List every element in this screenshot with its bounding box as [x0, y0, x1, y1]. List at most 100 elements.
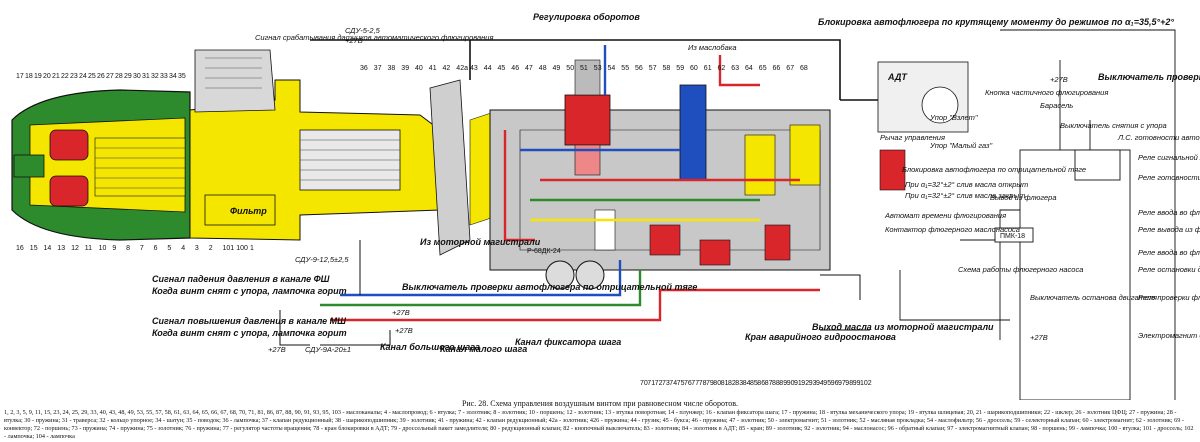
oil-pump-gear-left	[545, 260, 575, 290]
part-number: 48	[539, 65, 547, 72]
part-number: 4	[181, 245, 185, 252]
relay-output-label: Реле вывода из флюгера	[1138, 225, 1200, 234]
part-number: 99	[853, 380, 861, 387]
figure-caption: Рис. 28. Схема управления воздушным винт…	[461, 399, 739, 408]
part-number: 61	[704, 65, 712, 72]
part-number: 87	[765, 380, 773, 387]
speed-governor	[564, 94, 611, 146]
part-number: 43	[470, 65, 478, 72]
part-number: 47	[525, 65, 533, 72]
part-number: 92	[801, 380, 809, 387]
block-negative-thrust-label: Блокировка автофлюгера по отрицательной …	[902, 165, 1086, 174]
output-to-feather-label: Вывод из флюгера	[990, 193, 1057, 202]
filter-label: Фильтр	[230, 206, 267, 216]
stop-takeoff-label: Упор "Взлет"	[929, 113, 978, 122]
part-number: 88	[772, 380, 780, 387]
part-number: 37	[374, 65, 382, 72]
signal-fsh-note: Когда винт снят с упора, лампочка горит	[152, 286, 347, 296]
part-number: 66	[773, 65, 781, 72]
part-number: 23	[70, 73, 78, 80]
relay-signal-lamp-label: Реле сигнальной лампочки	[1138, 153, 1200, 162]
relay-input-label: Реле ввода во флюгер	[1138, 208, 1200, 217]
part-number: 11	[85, 245, 92, 252]
part-number: 70	[640, 380, 648, 387]
part-number: 84	[743, 380, 751, 387]
part-number: 10	[99, 245, 107, 252]
part-number: 54	[608, 65, 616, 72]
hub-piston-upper	[49, 129, 89, 161]
plus27v-top: +27В	[345, 36, 363, 45]
part-number: 32	[151, 73, 159, 80]
part-number: 46	[511, 65, 519, 72]
part-number: 71	[647, 380, 655, 387]
part-number: 77	[691, 380, 699, 387]
gear-disk	[429, 79, 471, 256]
part-number: 62	[718, 65, 726, 72]
sdu-mid-label: СДУ-9-12,5±2,5	[295, 255, 349, 264]
fix-pitch-channel-label: Канал фиксатора шага	[515, 337, 621, 347]
part-number: 96	[831, 380, 839, 387]
part-number: 68	[800, 65, 808, 72]
part-number: 24	[79, 73, 87, 80]
part-number: 76	[684, 380, 692, 387]
plus27v-mid: +27В	[392, 308, 410, 317]
big-pitch-channel-label: Канал большого шага	[380, 342, 480, 352]
stop-idle-label: Упор "Малый газ"	[929, 141, 992, 150]
signal-msh-label: Сигнал повышения давления в канале МШ	[152, 316, 346, 326]
sdu-top-label: СДУ-5-2,5	[345, 26, 381, 35]
part-number: 57	[649, 65, 657, 72]
part-number: 90	[787, 380, 795, 387]
plus27v-right: +27В	[1050, 75, 1068, 84]
part-number: 3	[195, 245, 199, 252]
part-number: 83	[735, 380, 743, 387]
switch-engine-stop-label: Выключатель останова двигателя	[1030, 293, 1157, 302]
reduction-gear-housing	[194, 49, 276, 113]
part-number: 91	[794, 380, 802, 387]
part-number: 40	[415, 65, 423, 72]
part-number: 49	[553, 65, 561, 72]
sdu-bottom-label: СДУ-9А-20±1	[305, 345, 351, 354]
part-number: 1	[250, 245, 254, 252]
part-number: 85	[750, 380, 758, 387]
plus27v-bottom2: +27В	[395, 326, 413, 335]
plus27v-bottom: +27В	[268, 345, 286, 354]
contactor-pump-label: Контактор флюгерного маслонасоса	[885, 225, 1020, 234]
part-number: 39	[401, 65, 409, 72]
part-number: 33	[160, 73, 168, 80]
part-number: 80	[713, 380, 721, 387]
part-number: 15	[30, 245, 38, 252]
pmk-label: ПМК-18	[1000, 233, 1025, 240]
propeller-hub	[11, 89, 191, 241]
part-number: 29	[124, 73, 132, 80]
part-number: 2	[209, 245, 213, 252]
part-number: 100	[236, 245, 248, 252]
part-number: 45	[498, 65, 506, 72]
motor-oil-outlet-label: Выход масла из моторной магистрали	[812, 322, 994, 332]
part-number: 28	[115, 73, 123, 80]
governor-block: Р-68ДК-24	[489, 59, 831, 290]
part-number: 63	[731, 65, 739, 72]
feather-pump-circuit-label: Схема работы флюгерного насоса	[958, 265, 1083, 274]
part-number: 42а	[456, 65, 468, 72]
part-number: 26	[97, 73, 105, 80]
feather-off-label: Выключатель снятия с упора	[1060, 121, 1167, 130]
emergency-valve-label: Кран аварийного гидроостанова	[745, 332, 896, 342]
signal-msh-note: Когда винт снят с упора, лампочка горит	[152, 328, 347, 338]
part-number: 102	[860, 380, 872, 387]
part-number: 74	[669, 380, 677, 387]
part-number: 19	[34, 73, 42, 80]
timer-auto-label: Автомат времени флюгирования	[884, 211, 1006, 220]
signal-trigger-label: Сигнал срабатывания датчиков автоматичес…	[255, 33, 493, 42]
part-number: 93	[809, 380, 817, 387]
part-number: 82	[728, 380, 736, 387]
figure-legend: 1, 2, 3, 5, 9, 11, 15, 23, 24, 25, 29, 3…	[4, 409, 1194, 441]
part-number: 36	[360, 65, 368, 72]
part-number: 101	[223, 245, 235, 252]
part-number: 7	[140, 245, 144, 252]
control-lever-label: Рычаг управления	[880, 133, 945, 142]
part-number: 56	[635, 65, 643, 72]
electrical-circuit	[899, 29, 1176, 401]
